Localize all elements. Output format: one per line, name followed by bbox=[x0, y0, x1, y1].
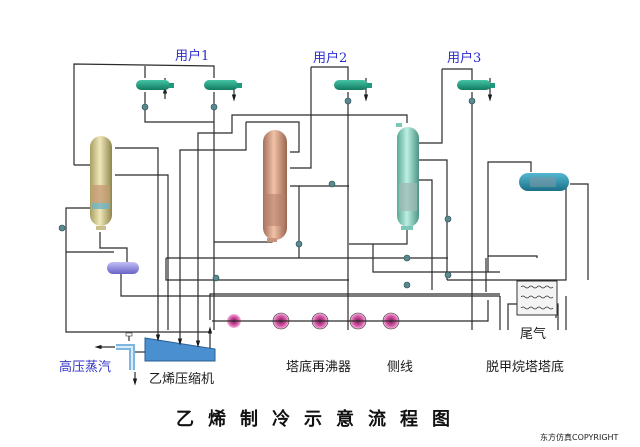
user-3-label: 用户3 bbox=[447, 51, 482, 66]
demethanizer-bottom-label: 脱甲烷塔塔底 bbox=[486, 360, 565, 375]
left-drum bbox=[107, 262, 139, 274]
valve-icon bbox=[403, 281, 411, 289]
column-3 bbox=[396, 123, 419, 230]
user-2-label: 用户2 bbox=[313, 51, 348, 66]
valve-icon bbox=[328, 180, 336, 188]
reboilers bbox=[212, 300, 489, 330]
valve-icon bbox=[212, 274, 220, 282]
valve-icon bbox=[58, 224, 66, 232]
control-valves bbox=[58, 97, 476, 289]
tail-gas-exchanger bbox=[516, 280, 558, 316]
right-drum bbox=[519, 173, 569, 191]
compressor-label: 乙烯压缩机 bbox=[149, 372, 215, 387]
side-draw-label: 侧线 bbox=[387, 360, 414, 375]
valve-icon bbox=[141, 103, 149, 111]
valve-icon bbox=[210, 103, 218, 111]
user-exchanger-1 bbox=[204, 80, 242, 90]
user-exchanger-3 bbox=[457, 80, 495, 90]
user-exchanger-2 bbox=[334, 80, 372, 90]
reboiler-label: 塔底再沸器 bbox=[286, 360, 352, 375]
user-exchanger-1a bbox=[136, 80, 174, 90]
user-1-label: 用户1 bbox=[175, 49, 210, 64]
column-2 bbox=[263, 130, 287, 242]
steam-label: 高压蒸汽 bbox=[59, 360, 112, 375]
column-1 bbox=[90, 136, 112, 230]
pipes bbox=[65, 63, 589, 333]
copyright: 东方仿真COPYRIGHT bbox=[540, 433, 619, 442]
valve-icon bbox=[344, 97, 352, 105]
valve-icon bbox=[468, 97, 476, 105]
tail-gas-label: 尾气 bbox=[520, 327, 547, 342]
ethylene-compressor bbox=[144, 326, 216, 362]
valve-icon bbox=[295, 240, 303, 248]
valve-icon bbox=[444, 215, 452, 223]
valve-icon bbox=[444, 271, 452, 279]
diagram-title: 乙烯制冷示意流程图 bbox=[176, 409, 464, 430]
steam-turbine bbox=[94, 332, 145, 386]
valve-icon bbox=[403, 254, 411, 262]
